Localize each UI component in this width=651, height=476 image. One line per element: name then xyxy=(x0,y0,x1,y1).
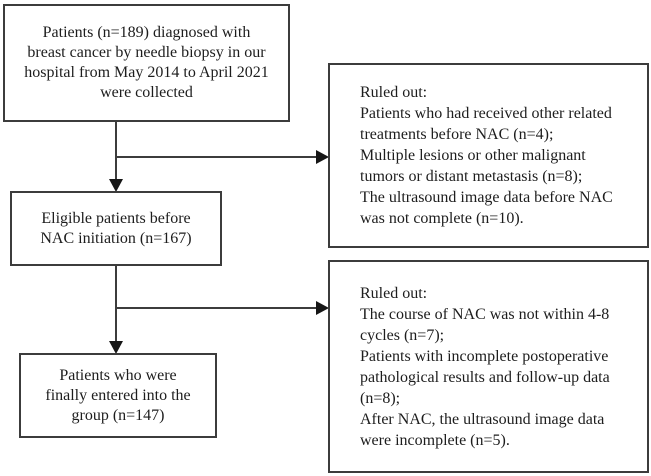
box-patients-collected: Patients (n=189) diagnosed with breast c… xyxy=(3,4,290,122)
box-ruled-out-before-nac-text: Ruled out: Patients who had received oth… xyxy=(360,84,613,227)
box-patients-collected-text: Patients (n=189) diagnosed with breast c… xyxy=(24,24,269,101)
box-eligible-patients: Eligible patients before NAC initiation … xyxy=(10,191,222,266)
box-ruled-out-after-nac: Ruled out: The course of NAC was not wit… xyxy=(328,260,649,473)
box-ruled-out-before-nac: Ruled out: Patients who had received oth… xyxy=(328,63,649,248)
box-final-group: Patients who were finally entered into t… xyxy=(19,353,217,438)
box-ruled-out-after-nac-text: Ruled out: The course of NAC was not wit… xyxy=(360,284,610,449)
box-final-group-text: Patients who were finally entered into t… xyxy=(45,366,191,424)
box-eligible-patients-text: Eligible patients before NAC initiation … xyxy=(40,209,192,247)
